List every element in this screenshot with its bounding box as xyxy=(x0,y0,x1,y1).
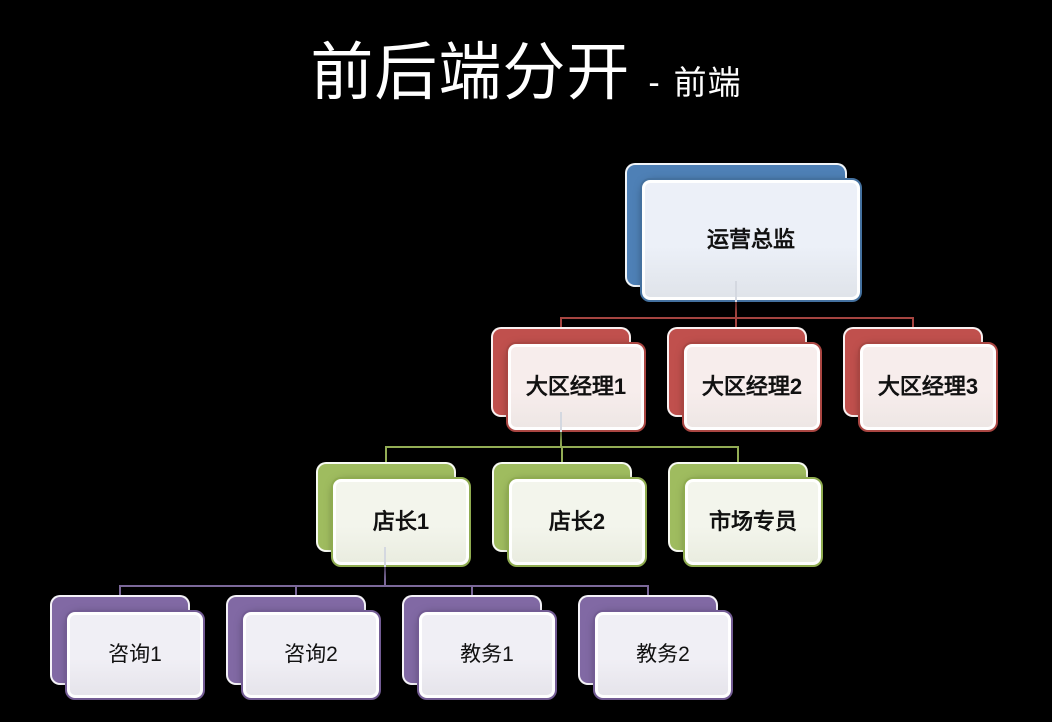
slide-title: 前后端分开-前端 xyxy=(0,22,1052,113)
node-front-panel: 运营总监 xyxy=(640,178,862,302)
node-label: 店长2 xyxy=(548,508,606,534)
org-node-regional-manager-2: 大区经理2 xyxy=(667,327,822,432)
connector-sm1-drop xyxy=(384,567,386,585)
connector-l3-stub-2 xyxy=(561,446,563,462)
node-front-panel: 教务2 xyxy=(593,610,733,700)
org-node-store-manager-1: 店长1 xyxy=(316,462,471,567)
org-node-operations-director: 运营总监 xyxy=(625,163,862,302)
node-label: 教务2 xyxy=(636,643,690,667)
node-front-panel: 店长1 xyxy=(331,477,471,567)
connector-l3-stub-1 xyxy=(385,446,387,462)
connector-sm1-inner-highlight xyxy=(384,547,386,567)
node-label: 大区经理2 xyxy=(701,373,803,399)
org-node-regional-manager-3: 大区经理3 xyxy=(843,327,998,432)
connector-rm1-inner-highlight xyxy=(560,412,562,432)
connector-l4-horizontal xyxy=(119,585,649,587)
org-node-consultant-1: 咨询1 xyxy=(50,595,205,700)
title-main: 前后端分开 xyxy=(310,38,631,108)
connector-l2-stub-2 xyxy=(735,317,737,327)
org-node-academic-affairs-1: 教务1 xyxy=(402,595,557,700)
node-front-panel: 教务1 xyxy=(417,610,557,700)
org-node-consultant-2: 咨询2 xyxy=(226,595,381,700)
org-node-store-manager-2: 店长2 xyxy=(492,462,647,567)
node-front-panel: 市场专员 xyxy=(683,477,823,567)
node-label: 市场专员 xyxy=(708,508,797,534)
node-label: 运营总监 xyxy=(706,226,795,252)
title-separator: - xyxy=(648,64,660,102)
connector-root-drop xyxy=(735,302,737,317)
connector-l3-stub-3 xyxy=(737,446,739,462)
connector-l2-stub-3 xyxy=(912,317,914,327)
node-label: 大区经理1 xyxy=(525,373,627,399)
connector-l2-horizontal xyxy=(560,317,914,319)
node-front-panel: 店长2 xyxy=(507,477,647,567)
node-label: 咨询2 xyxy=(284,643,338,667)
node-label: 大区经理3 xyxy=(877,373,979,399)
connector-rm1-drop xyxy=(560,432,562,446)
org-node-regional-manager-1: 大区经理1 xyxy=(491,327,646,432)
connector-l2-stub-1 xyxy=(560,317,562,327)
node-front-panel: 咨询1 xyxy=(65,610,205,700)
node-label: 咨询1 xyxy=(108,643,162,667)
node-front-panel: 咨询2 xyxy=(241,610,381,700)
connector-l4-stub-2 xyxy=(295,585,297,595)
org-node-marketing-specialist: 市场专员 xyxy=(668,462,823,567)
node-label: 店长1 xyxy=(372,508,430,534)
org-node-academic-affairs-2: 教务2 xyxy=(578,595,733,700)
connector-l4-stub-1 xyxy=(119,585,121,595)
node-front-panel: 大区经理1 xyxy=(506,342,646,432)
connector-root-inner-highlight xyxy=(735,281,737,302)
node-front-panel: 大区经理3 xyxy=(858,342,998,432)
connector-l4-stub-3 xyxy=(471,585,473,595)
connector-l4-stub-4 xyxy=(647,585,649,595)
node-front-panel: 大区经理2 xyxy=(682,342,822,432)
title-subtitle: 前端 xyxy=(673,64,742,101)
node-label: 教务1 xyxy=(460,643,514,667)
